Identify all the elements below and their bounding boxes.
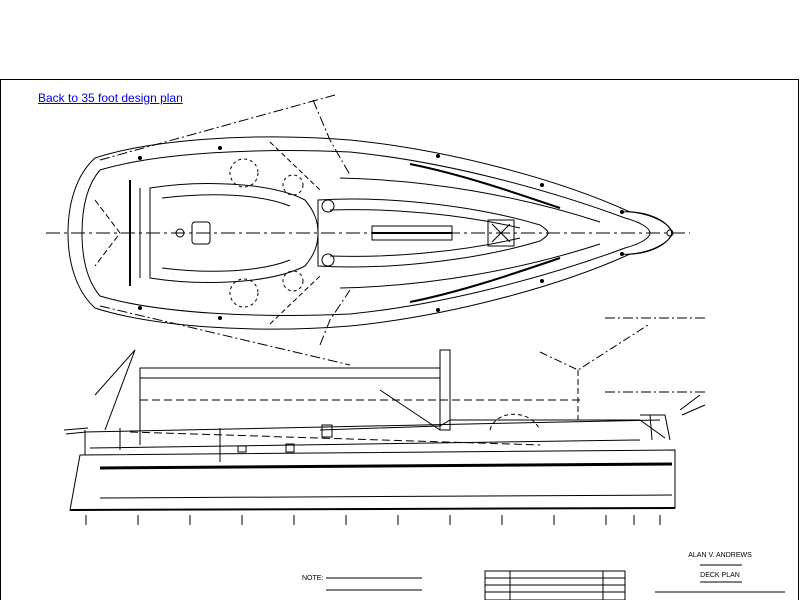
sheet-title: DECK PLAN [700,572,740,579]
title-block [326,564,785,600]
back-to-design-plan-link[interactable]: Back to 35 foot design plan [38,91,183,105]
drawing-frame [0,79,799,600]
note-label: NOTE: [302,575,323,582]
designer-name: ALAN V. ANDREWS [688,552,752,559]
plan-view [46,94,690,366]
profile-view [63,317,706,525]
